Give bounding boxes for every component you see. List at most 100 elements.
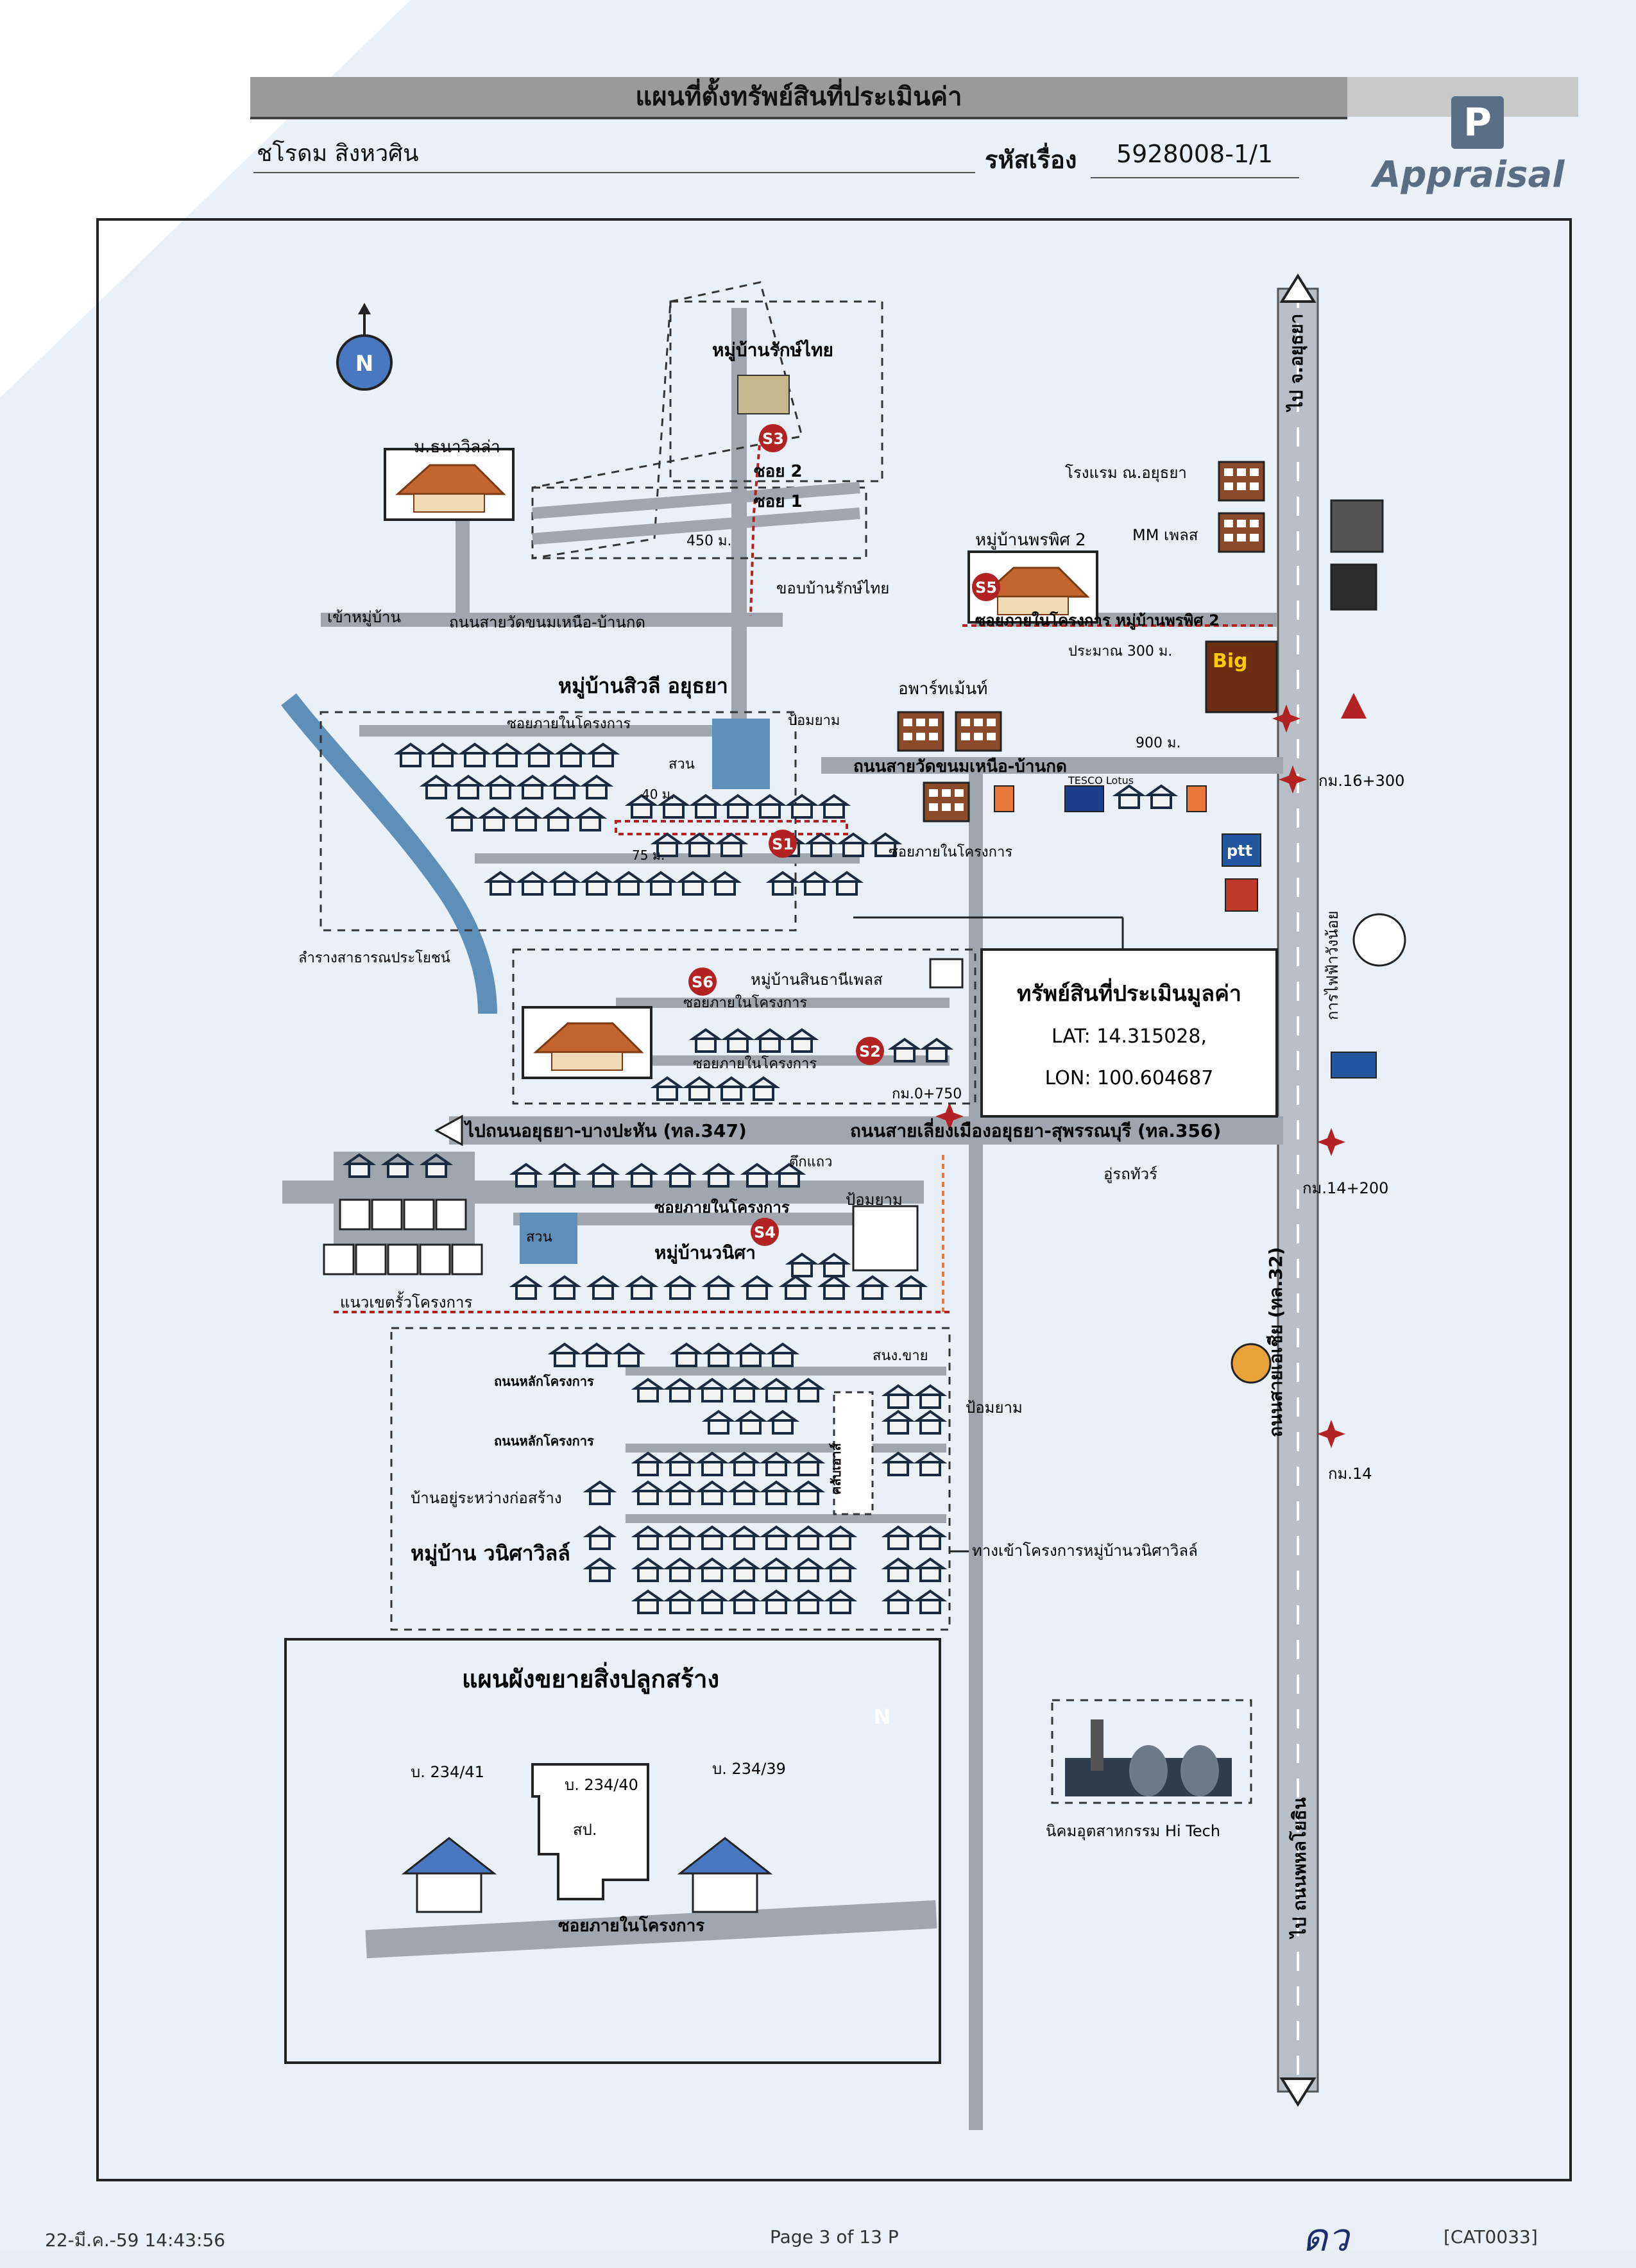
label-sales-office: สนง.ขาย <box>873 1348 928 1364</box>
marker-s2: S2 <box>856 1037 884 1065</box>
footer-code: [CAT0033] <box>1444 2226 1538 2247</box>
property-box <box>853 916 1278 1118</box>
label-phrapit2-soi: ซอยภายในโครงการ หมู่บ้านพรพิศ 2 <box>975 611 1220 630</box>
label-main-road-1: ถนนหลักโครงการ <box>494 1374 594 1389</box>
property-box-title: ทรัพย์สินที่ประเมินมูลค่า <box>1017 978 1241 1007</box>
footer-date: 22-มี.ค.-59 14:43:56 <box>45 2230 226 2251</box>
label-sinthanee: หมู่บ้านสินธานีเพลส <box>751 971 883 989</box>
label-to-bangpahan: ไปถนนอยุธยา-บางปะหัน (ทล.347) <box>463 1120 747 1142</box>
label-guard-2: ป้อมยาม <box>846 1191 903 1209</box>
building-plan-inset <box>284 1638 941 2064</box>
hitech-industrial-estate <box>1051 1699 1252 1804</box>
plan-house-39: บ. 234/39 <box>712 1760 786 1778</box>
property-box-lon: LON: 100.604687 <box>1045 1067 1214 1089</box>
label-soi-in-4: ซอยภายในโครงการ <box>693 1055 817 1072</box>
label-big-c: Big <box>1213 650 1248 672</box>
label-wanisa: หมู่บ้านวนิศา <box>654 1242 756 1264</box>
label-garden: สวน <box>669 756 695 772</box>
label-mm-place: MM เพลส <box>1132 526 1198 544</box>
label-to-phaholyothin: ไป ถนนพหลโยธิน <box>1288 1797 1310 1940</box>
label-phrapit2: หมู่บ้านพรพิศ 2 <box>975 531 1086 550</box>
wanisaville-village <box>390 1327 969 1631</box>
label-km-14: กม.14 <box>1328 1465 1372 1483</box>
label-soi-in-1: ซอยภายในโครงการ <box>507 715 631 732</box>
label-canal: ลำรางสาธารณประโยชน์ <box>298 950 450 966</box>
shell-icon <box>1231 1343 1272 1384</box>
svg-text:S2: S2 <box>859 1043 881 1061</box>
rakthai-village <box>531 281 883 617</box>
marker-s6: S6 <box>688 968 717 996</box>
label-450m: 450 ม. <box>686 533 731 549</box>
folded-corner <box>0 0 411 398</box>
footer-signature: ดว <box>1302 2215 1349 2260</box>
label-km-14-200: กม.14+200 <box>1302 1179 1388 1197</box>
label-hotel: โรงแรม ณ.อยุธยา <box>1065 464 1187 482</box>
case-number-label: รหัสเรื่อง <box>985 146 1077 174</box>
plan-house-40: บ. 234/40 <box>565 1776 638 1794</box>
north-arrow-icon <box>336 303 393 391</box>
label-guard-3: ป้อมยาม <box>966 1399 1023 1417</box>
plan-sp: สป. <box>573 1821 597 1839</box>
shop-icon <box>1225 878 1258 912</box>
map-frame <box>96 218 1572 2181</box>
document-title: แผนที่ตั้งทรัพย์สินที่ประเมินค่า <box>635 82 962 112</box>
egat-icon <box>1352 913 1406 967</box>
north-label-2: N <box>874 1705 891 1729</box>
owner-name: ชโรดม สิงหวศิน <box>257 141 419 167</box>
label-egat: การไฟฟ้าวังน้อย <box>1324 910 1342 1020</box>
marker-s5: S5 <box>972 573 1000 601</box>
label-km-16-300: กม.16+300 <box>1318 772 1404 790</box>
label-ptt: ptt <box>1227 842 1252 860</box>
mitsubishi-icon <box>1341 693 1367 719</box>
label-km-0-750: กม.0+750 <box>892 1086 962 1102</box>
label-road-wat-2: ถนนสายวัดขนมเหนือ-บ้านกด <box>853 757 1067 776</box>
road-thanavilla <box>456 513 470 622</box>
label-75m: 75 ม. <box>632 848 665 863</box>
ptt-station-icon-2 <box>1331 1052 1377 1079</box>
north-label: N <box>355 351 373 377</box>
label-siwali: หมู่บ้านสิวลี อยุธยา <box>558 674 728 699</box>
label-900m: 900 ม. <box>1136 735 1180 751</box>
owner-underline <box>253 172 975 173</box>
svg-text:S1: S1 <box>772 835 794 853</box>
svg-text:S5: S5 <box>975 579 997 597</box>
label-thanavilla: ม.ธนาวิลล่า <box>414 438 500 457</box>
case-number: 5928008-1/1 <box>1116 140 1274 168</box>
wanisa-village <box>323 1152 950 1313</box>
footer-page: Page 3 of 13 P <box>770 2226 899 2247</box>
label-guard-1: ป้อมยาม <box>788 713 840 729</box>
label-entrance: ทางเข้าโครงการหมู่บ้านวนิศาวิลล์ <box>972 1542 1198 1560</box>
label-garden-2: สวน <box>526 1229 552 1245</box>
label-about-300m: ประมาณ 300 ม. <box>1068 644 1172 660</box>
siwali-village <box>281 693 899 1014</box>
phrapit2-village <box>962 550 1277 627</box>
plan-soi: ซอยภายในโครงการ <box>558 1915 704 1936</box>
asian-highway-32 <box>1277 273 1319 2107</box>
road-wat-khanom-top <box>321 613 783 627</box>
svg-text:S6: S6 <box>692 973 713 991</box>
label-soi2: ซอย 2 <box>754 462 803 481</box>
label-rakthai: หมู่บ้านรักษ์ไทย <box>712 339 833 361</box>
label-rakthai-border: ขอบบ้านรักษ์ไทย <box>776 579 889 597</box>
label-soi1: ซอย 1 <box>754 492 803 511</box>
caltex-icon <box>1330 563 1377 611</box>
label-to-village: เข้าหมู่บ้าน <box>327 608 401 627</box>
seven-eleven-icon-2 <box>1186 785 1207 812</box>
ptt-station-icon <box>1222 833 1261 867</box>
seven-eleven-icon <box>994 785 1014 812</box>
appraisal-logo-text: Appraisal <box>1373 154 1565 196</box>
label-soi-in-2: ซอยภายในโครงการ <box>889 844 1012 860</box>
marker-s3: S3 <box>759 424 787 452</box>
label-tesco: TESCO Lotus <box>1068 774 1134 787</box>
property-box-lat: LAT: 14.315028, <box>1052 1025 1207 1048</box>
label-main-road-2: ถนนหลักโครงการ <box>494 1433 594 1449</box>
sinthanee-village <box>512 948 976 1105</box>
label-road-bypass: ถนนสายเลี่ยงเมืองอยุธยา-สุพรรณบุรี (ทล.3… <box>850 1118 1221 1142</box>
appraisal-logo-icon: P <box>1451 96 1504 149</box>
label-fence: แนวเขตรั้วโครงการ <box>340 1291 472 1311</box>
label-soi-in-5: ซอยภายในโครงการ <box>654 1198 790 1216</box>
label-tuktaew: ตึกแถว <box>789 1154 832 1170</box>
svg-text:S4: S4 <box>754 1224 776 1241</box>
